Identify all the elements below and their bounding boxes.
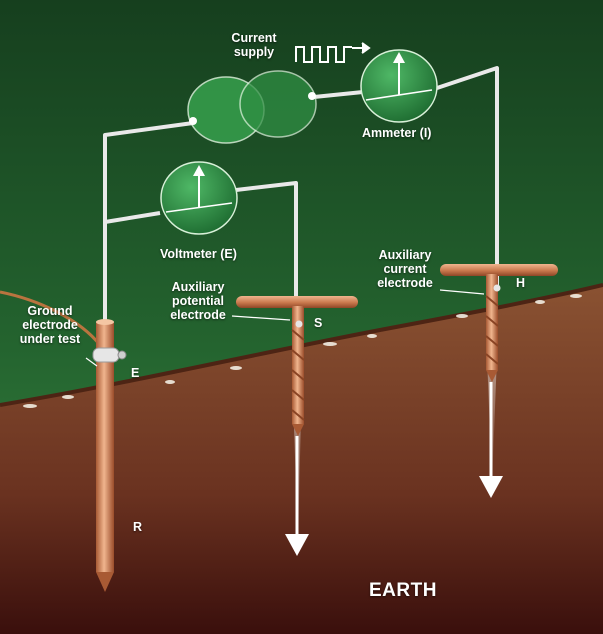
ground-electrode-label: Ground electrode under test [8,304,92,346]
aux-current-label-line: electrode [368,276,442,290]
auxiliary-current-electrode-label: Auxiliary current electrode [368,248,442,290]
marker-r: R [133,520,142,534]
voltmeter-label: Voltmeter (E) [160,247,237,261]
aux-potential-label-line: potential [162,294,234,308]
auxiliary-potential-electrode-label: Auxiliary potential electrode [162,280,234,322]
ammeter-label: Ammeter (I) [362,126,431,140]
aux-potential-label-line: Auxiliary [162,280,234,294]
marker-s: S [314,316,322,330]
current-supply-label: Current supply [214,31,294,59]
ground-electrode-label-line: electrode [8,318,92,332]
current-supply-icon [188,71,316,143]
aux-current-label-line: Auxiliary [368,248,442,262]
marker-h: H [516,276,525,290]
current-supply-label-line: supply [214,45,294,59]
aux-current-label-line: current [368,262,442,276]
ammeter-dial [361,50,437,122]
aux-potential-label-line: electrode [162,308,234,322]
current-supply-label-line: Current [214,31,294,45]
marker-e: E [131,366,139,380]
ground-electrode-label-line: Ground [8,304,92,318]
earth-label: EARTH [369,580,437,602]
ground-electrode-label-line: under test [8,332,92,346]
voltmeter-dial [161,162,237,234]
